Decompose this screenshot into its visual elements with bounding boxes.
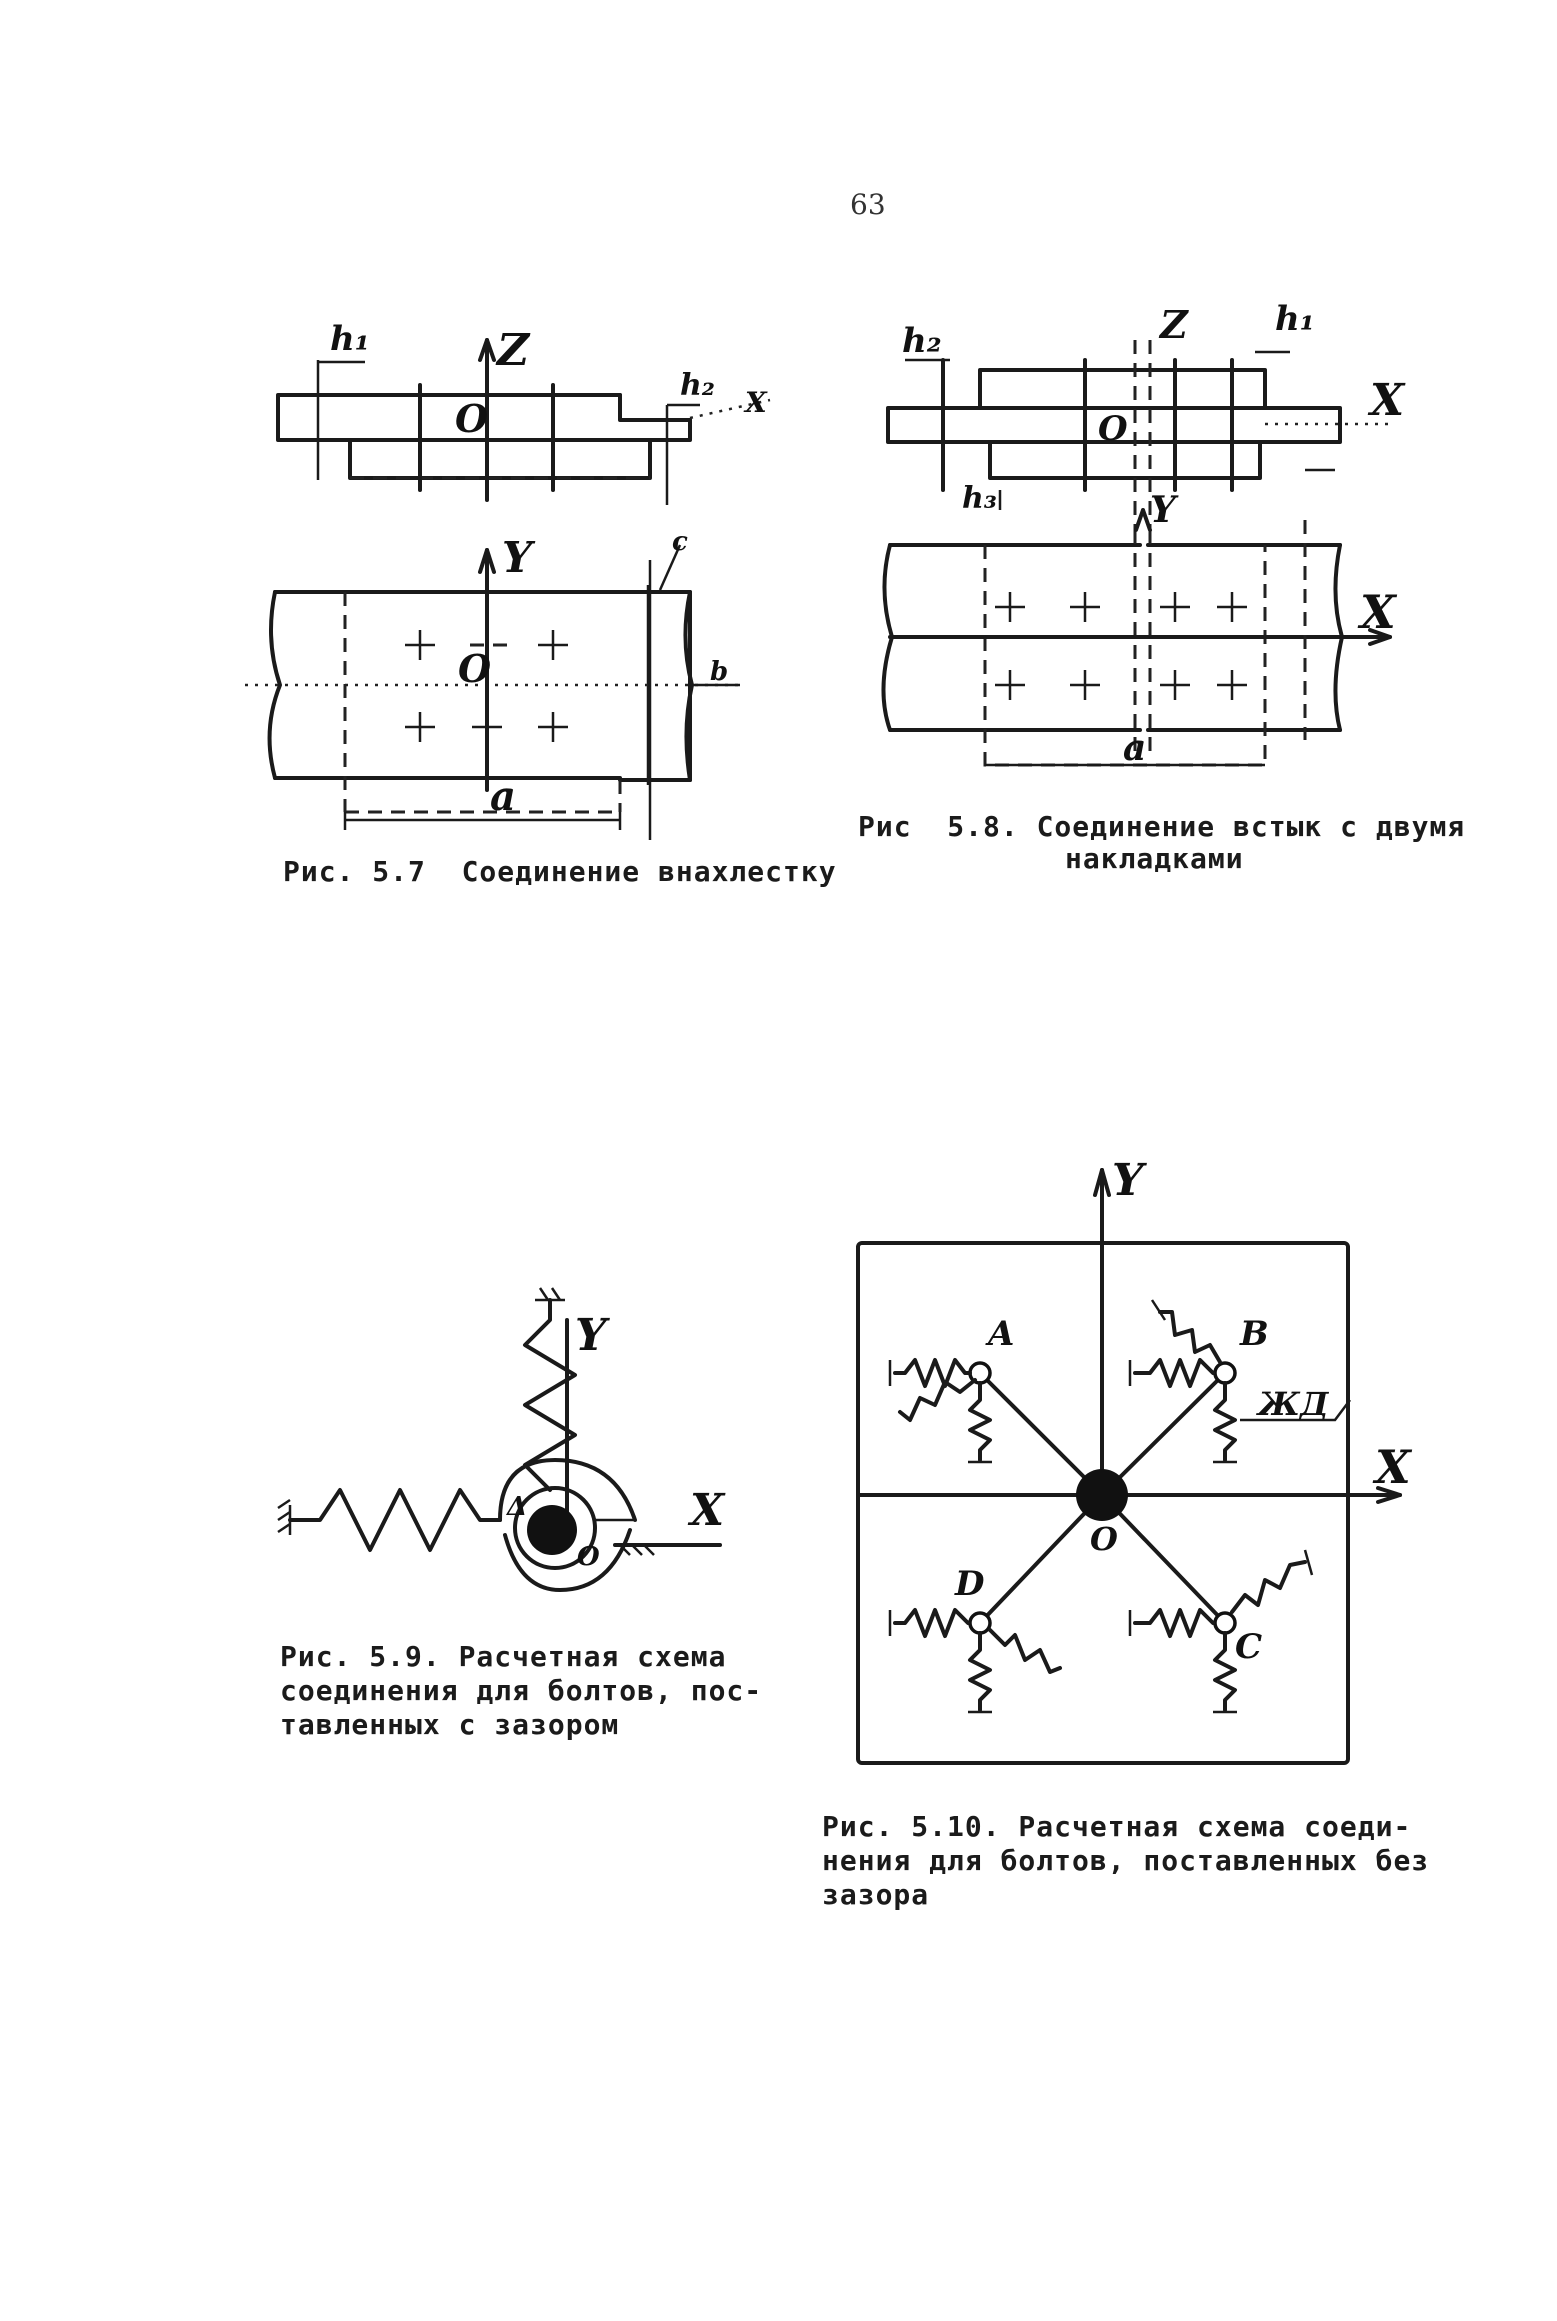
fig510-label-zhd: ЖД xyxy=(1256,1385,1330,1423)
fig510-label-x: X xyxy=(1372,1440,1413,1494)
fig59-caption-line1: Рис. 5.9. Расчетная схема xyxy=(280,1640,727,1673)
fig59-label-x: X xyxy=(687,1485,726,1536)
fig57-label-c: c xyxy=(672,527,688,557)
fig510-label-b: B xyxy=(1239,1314,1269,1354)
fig59-label-o: O xyxy=(577,1542,600,1572)
fig510-label-y: Y xyxy=(1112,1155,1147,1206)
fig57-side-view xyxy=(276,338,771,505)
fig58-label-h2: h₂ xyxy=(902,321,942,361)
fig57-label-h1: h₁ xyxy=(330,319,370,359)
fig58-caption-line2: накладками xyxy=(1065,842,1244,875)
fig58-label-a: a xyxy=(1123,727,1146,769)
fig57-caption: Рис. 5.7 Соединение внахлестку xyxy=(283,855,837,888)
fig57-label-h2: h₂ xyxy=(680,368,715,403)
fig57-plan-view xyxy=(245,544,740,840)
fig58-label-z: Z xyxy=(1158,302,1189,347)
fig58-side-view xyxy=(886,340,1395,540)
fig510-label-a: A xyxy=(985,1314,1014,1354)
fig59-caption-line2: соединения для болтов, пос- xyxy=(280,1674,763,1707)
fig57-label-o-bottom: O xyxy=(458,646,491,691)
fig59-caption-line3: тавленных с зазором xyxy=(280,1708,620,1741)
fig57-label-x: X xyxy=(743,386,768,419)
fig57-label-b: b xyxy=(710,657,728,687)
fig510-caption-line2: нения для болтов, поставленных без xyxy=(822,1844,1430,1877)
fig57-label-o-top: O xyxy=(455,396,488,441)
page-number: 63 xyxy=(850,188,886,221)
fig57-label-y: Y xyxy=(502,533,536,582)
fig57-label-z: Z xyxy=(495,325,531,376)
fig58-label-x-bottom: X xyxy=(1357,585,1398,639)
fig58-plan-view xyxy=(881,508,1392,767)
fig57-label-a: a xyxy=(490,773,516,820)
fig58-caption-line1: Рис 5.8. Соединение встык с двумя xyxy=(858,810,1466,843)
fig59-label-y: Y xyxy=(575,1310,610,1361)
fig59-scheme xyxy=(277,1287,722,1592)
fig59-label-delta: Δ xyxy=(505,1492,527,1522)
fig510-caption-line1: Рис. 5.10. Расчетная схема соеди- xyxy=(822,1810,1412,1843)
fig58-label-y: Y xyxy=(1150,489,1179,531)
fig58-label-x-top: X xyxy=(1367,375,1406,426)
fig510-scheme xyxy=(856,1168,1402,1765)
fig58-label-h3: h₃ xyxy=(962,481,997,516)
fig510-label-o: O xyxy=(1090,1520,1118,1558)
fig58-label-h1: h₁ xyxy=(1275,299,1315,339)
fig510-label-c: C xyxy=(1235,1627,1262,1667)
fig510-label-d: D xyxy=(954,1564,985,1604)
fig58-label-o: O xyxy=(1098,409,1128,449)
fig510-caption-line3: зазора xyxy=(822,1878,930,1911)
